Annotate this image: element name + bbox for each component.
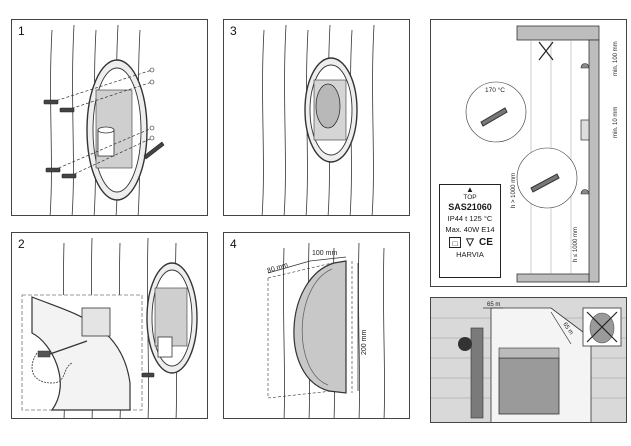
no-symbol-icon [582,307,622,347]
triangle-mark-icon: ▽ [466,237,474,248]
step-3-drawing [261,24,375,215]
dimension-depth: 80 mm [266,262,289,275]
step-number-3: 3 [230,24,237,38]
ce-mark-icon: CE [479,237,493,248]
step-number-1: 1 [18,24,25,38]
label-gap-top: 65 m [487,302,500,308]
label-line1: IP44 t 125 °C [447,214,493,223]
step-1-drawing [43,24,165,215]
panel-step-2: 2 [11,232,208,419]
step-4-drawing: 80 mm 100 mm 200 mm [266,242,385,418]
label-top-arrow: ▲ [466,185,474,194]
label-min-top: min. 100 mm [613,41,619,76]
panel-heater-clearance: 65 m 65 m [430,297,627,423]
label-min-side: min. 10 mm [613,107,619,138]
lamp-profile [293,260,347,394]
label-line2: Max. 40W E14 [445,225,495,234]
panel-step-3: 3 [223,19,410,216]
lamp-frame-open [146,262,198,374]
step-number-4: 4 [230,237,237,251]
product-label: ▲ TOP SAS21060 IP44 t 125 °C Max. 40W E1… [439,184,501,278]
no-symbol-icon [538,41,554,61]
step-number-2: 2 [18,237,25,251]
double-insulation-icon: □ [449,237,461,248]
label-symbols: □ ▽ CE [440,237,500,248]
label-temperature: 170 °C [485,86,505,94]
label-model: SAS21060 [448,202,492,212]
label-h-upper: h > 1000 mm [511,173,517,208]
wiring-detail [31,296,131,411]
dimension-height: 200 mm [361,330,368,355]
label-h-lower: h ≤ 1000 mm [573,227,579,262]
screw-icon [43,67,165,179]
panel-step-1: 1 [11,19,208,216]
lamp-frame [86,59,148,201]
dimension-width: 100 mm [312,250,337,257]
panel-step-4: 4 80 mm 100 mm 200 mm [223,232,410,419]
step-2-drawing [21,237,198,418]
installation-drawing: 170 °C min. 100 mm min. 10 mm h > 1000 m… [465,25,619,283]
lamp-detail [480,107,560,193]
label-top: TOP [463,194,477,201]
panel-installation-diagram: 170 °C min. 100 mm min. 10 mm h > 1000 m… [430,19,627,287]
screw-icon [141,372,155,378]
lamp-with-glass [304,57,358,163]
label-brand: HARVIA [456,250,484,259]
heater-drawing: 65 m 65 m [431,298,626,422]
